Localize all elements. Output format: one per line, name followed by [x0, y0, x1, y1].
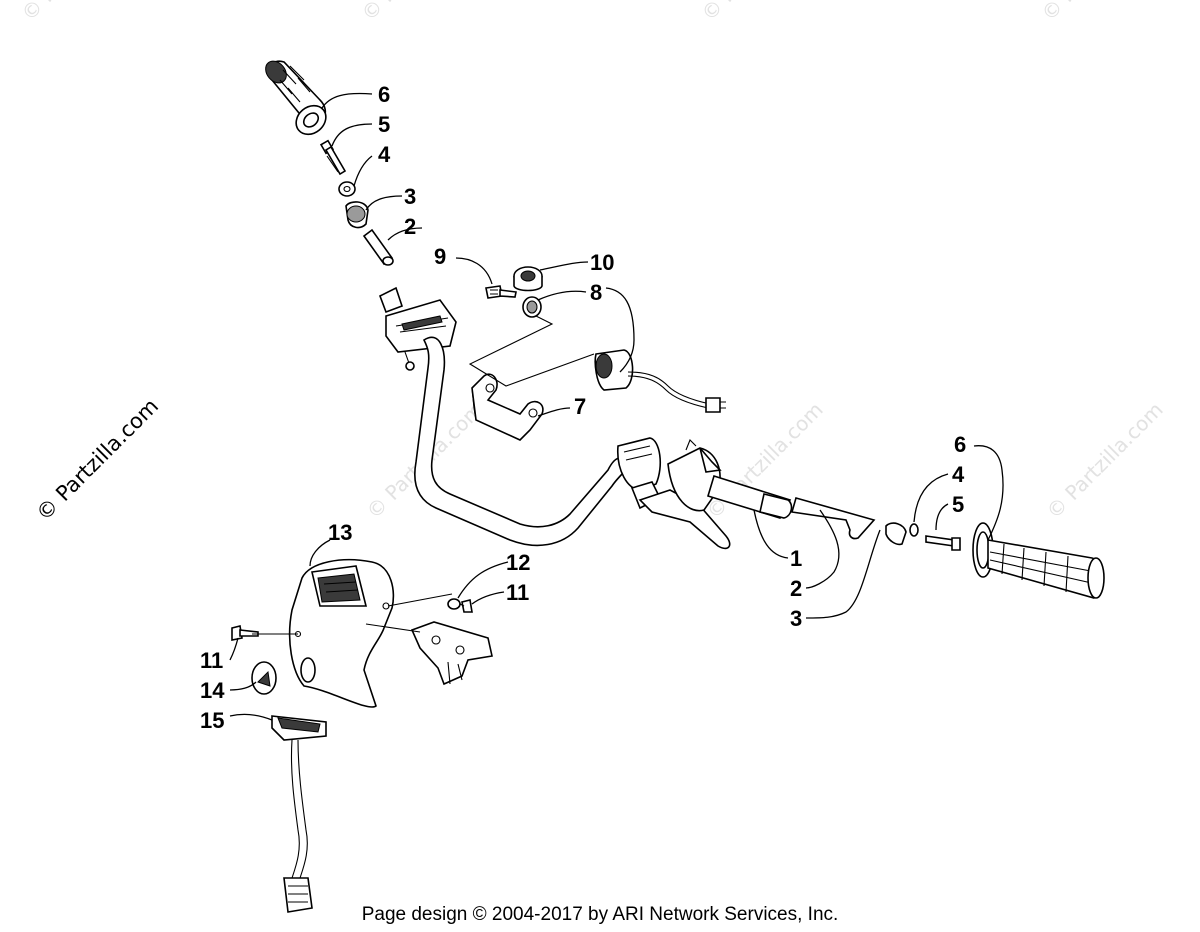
watermark-top-4: © Partzilla.com: [1037, 0, 1163, 26]
mount-bracket: [410, 621, 493, 686]
watermark-top-3: © Partzilla.com: [697, 0, 823, 26]
left-end-cap: [345, 201, 369, 229]
callout-decal: 14: [200, 678, 225, 703]
bracket: [471, 373, 544, 441]
callout-switch-nut: 8: [590, 280, 602, 305]
callout-left-washer: 4: [378, 142, 391, 167]
callout-numbers: 6 5 4 3 2 9 10 8 7 1 2 3 6 4 5 13 12 11 …: [200, 82, 966, 733]
watermark-top-1: © Partzilla.com: [17, 0, 143, 26]
callout-cover: 13: [328, 520, 352, 545]
watermark-mid-3: © Partzilla.com: [1042, 397, 1168, 523]
watermark-top-2: © Partzilla.com: [357, 0, 483, 26]
leader-lines: [229, 92, 1004, 721]
callout-left-end-cap: 3: [404, 184, 416, 209]
callout-left-grip: 6: [378, 82, 390, 107]
cover-washer: [447, 598, 461, 610]
assembly-line-switch: [468, 315, 595, 387]
switch-nut: [522, 296, 542, 318]
throttle-assembly: [617, 437, 961, 551]
cover: [288, 558, 395, 708]
callout-bracket: 7: [574, 394, 586, 419]
callout-cover-washer: 12: [506, 550, 530, 575]
callout-left-plug: 2: [404, 214, 416, 239]
nut: [513, 266, 543, 292]
decal: [251, 661, 277, 695]
callout-right-end-cap: 3: [790, 606, 802, 631]
cover-screw-right: [459, 599, 473, 613]
callout-right-screw: 5: [952, 492, 964, 517]
left-screw: [319, 139, 347, 176]
ignition-switch: [594, 349, 726, 413]
left-plug: [362, 228, 394, 266]
cover-screw-left: [231, 625, 259, 641]
assembly-line-cover: [252, 593, 453, 635]
handlebar: [378, 286, 627, 547]
right-grip: [972, 522, 1105, 599]
callout-nut: 10: [590, 250, 614, 275]
callout-right-washer: 4: [952, 462, 965, 487]
callout-right-plug: 2: [790, 576, 802, 601]
key: [485, 285, 517, 299]
callout-key: 9: [434, 244, 446, 269]
callout-right-grip: 6: [954, 432, 966, 457]
footer-copyright: Page design © 2004-2017 by ARI Network S…: [362, 904, 839, 925]
callout-left-screw: 5: [378, 112, 390, 137]
callout-cover-screw-left: 11: [200, 648, 223, 673]
left-washer: [338, 181, 356, 197]
callout-indicator-light: 15: [200, 708, 224, 733]
indicator-light: [271, 715, 327, 913]
callout-cover-screw-right: 11: [506, 580, 529, 605]
callout-sleeve: 1: [790, 546, 802, 571]
left-grip: [265, 60, 327, 136]
watermark-left: © Partzilla.com: [32, 394, 164, 526]
